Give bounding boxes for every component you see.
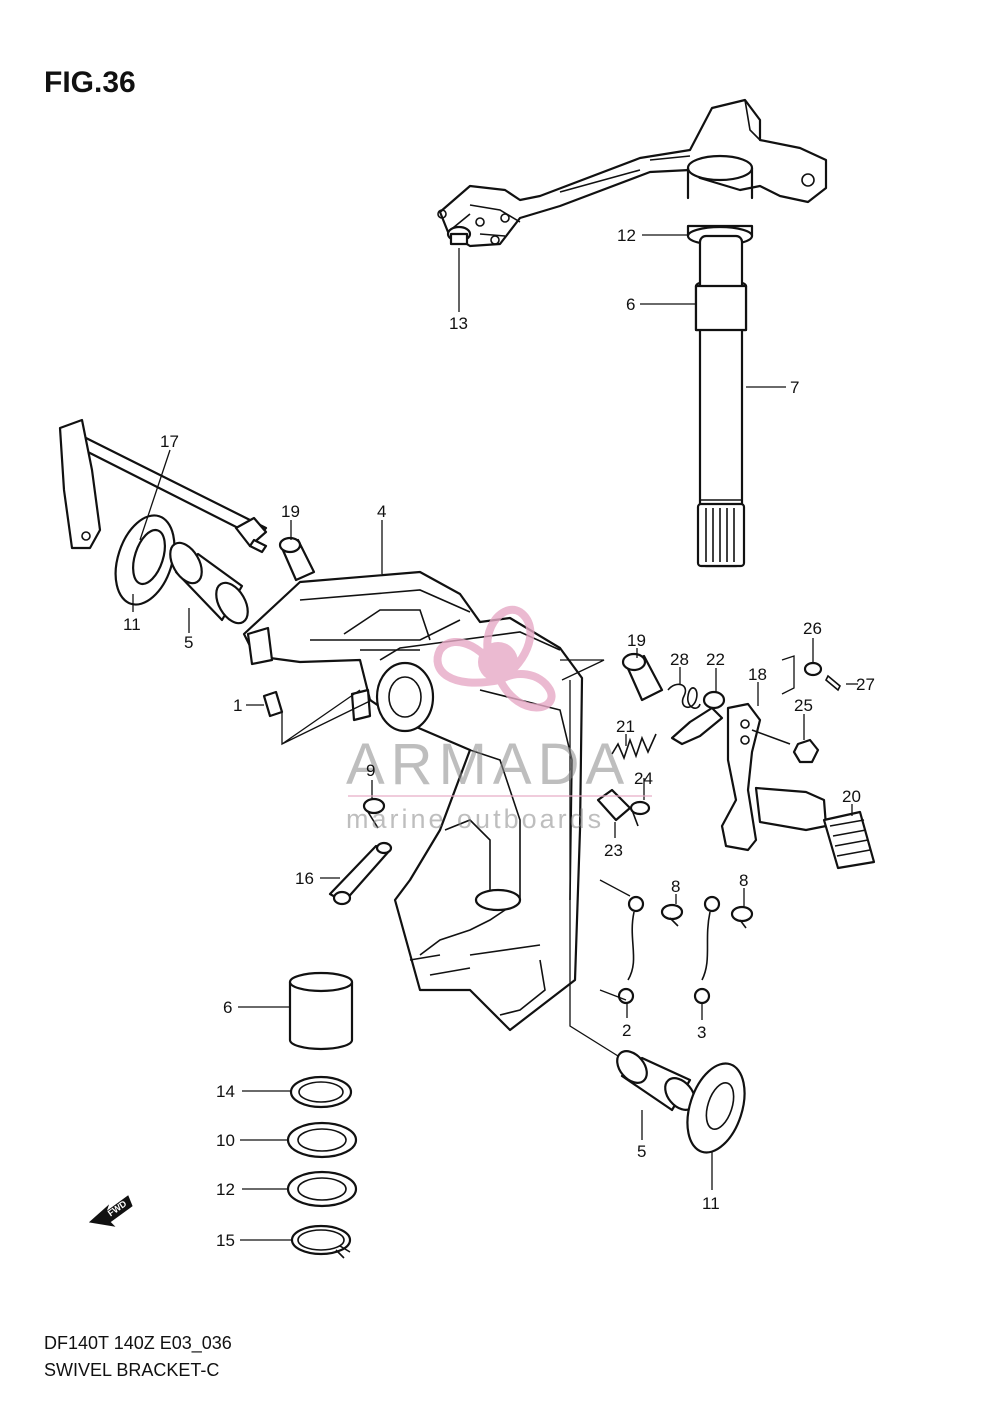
callout-10: 10 <box>216 1131 235 1150</box>
callout-23: 23 <box>604 841 623 860</box>
screw-8-right <box>730 905 754 929</box>
tilt-rod <box>58 418 268 554</box>
callout-13: 13 <box>449 314 468 333</box>
washer-11-left <box>114 514 176 606</box>
bushing-6-lower <box>288 971 354 1051</box>
callout-3: 3 <box>697 1023 706 1042</box>
callout-20: 20 <box>842 787 861 806</box>
clip-22 <box>670 690 726 746</box>
snap-ring-15 <box>290 1224 352 1259</box>
callout-2: 2 <box>622 1021 631 1040</box>
footer-model: DF140T 140Z E03_036 <box>44 1333 232 1354</box>
ground-wire-3 <box>693 895 721 1005</box>
callout-12-top: 12 <box>617 226 636 245</box>
grease-nipple-1 <box>262 690 284 718</box>
screw-24 <box>629 800 651 827</box>
washer-14 <box>289 1075 353 1109</box>
callout-8-left: 8 <box>671 877 680 896</box>
callout-8-right: 8 <box>739 871 748 890</box>
callout-labels: 12 6 7 13 17 19 4 11 5 1 19 28 22 18 26 … <box>123 226 875 1250</box>
washer-11-right <box>686 1062 746 1154</box>
fwd-arrow-icon: FWD <box>88 1195 133 1227</box>
watermark-tagline: marine outboards <box>346 804 604 834</box>
tilt-lever-18 <box>720 702 828 852</box>
callout-28: 28 <box>670 650 689 669</box>
bushing-5-left <box>169 541 249 625</box>
bolt-9 <box>362 797 386 829</box>
plate-23 <box>596 788 632 822</box>
steering-shaft <box>694 234 748 568</box>
grip-20 <box>822 810 876 870</box>
cotter-pin-27 <box>825 674 841 692</box>
callout-12-lower: 12 <box>216 1180 235 1199</box>
callout-22: 22 <box>706 650 725 669</box>
figure-title: FIG.36 <box>44 66 136 99</box>
bushing-19-left <box>278 536 316 582</box>
callout-21: 21 <box>616 717 635 736</box>
washer-10 <box>286 1121 358 1159</box>
callout-1: 1 <box>233 696 242 715</box>
callout-4: 4 <box>377 502 386 521</box>
propeller-logo-icon <box>433 606 556 712</box>
nut-25 <box>792 738 820 764</box>
callout-18: 18 <box>748 665 767 684</box>
callout-26: 26 <box>803 619 822 638</box>
callout-15: 15 <box>216 1231 235 1250</box>
ground-wire-2 <box>617 895 645 1005</box>
callout-14: 14 <box>216 1082 235 1101</box>
callout-16: 16 <box>295 869 314 888</box>
callout-19-left: 19 <box>281 502 300 521</box>
bushing-19-right <box>621 652 664 702</box>
callout-6-top: 6 <box>626 295 635 314</box>
callout-19-right: 19 <box>627 631 646 650</box>
spring-28 <box>667 683 701 709</box>
screw-8-left <box>660 903 684 927</box>
footer-name: SWIVEL BRACKET-C <box>44 1360 219 1380</box>
watermark: ARMADA marine outboards <box>346 606 652 834</box>
watermark-brand: ARMADA <box>346 732 630 797</box>
swivel-bracket <box>242 570 584 1032</box>
washer-26 <box>803 661 823 677</box>
callout-6-lower: 6 <box>223 998 232 1017</box>
callout-27: 27 <box>856 675 875 694</box>
callout-11-right: 11 <box>702 1194 720 1213</box>
steering-arm <box>437 98 828 248</box>
washer-12-lower <box>286 1170 358 1208</box>
bolt-13 <box>446 225 472 246</box>
callout-11-left: 11 <box>123 615 141 634</box>
callout-9: 9 <box>366 761 375 780</box>
callout-5-right: 5 <box>637 1142 646 1161</box>
callout-5-left: 5 <box>184 633 193 652</box>
callout-25: 25 <box>794 696 813 715</box>
spring-21 <box>611 733 657 761</box>
callout-17: 17 <box>160 432 179 451</box>
bushing-5-right <box>616 1050 696 1112</box>
lever-16 <box>328 841 393 906</box>
callout-24: 24 <box>634 769 653 788</box>
callout-7: 7 <box>790 378 799 397</box>
